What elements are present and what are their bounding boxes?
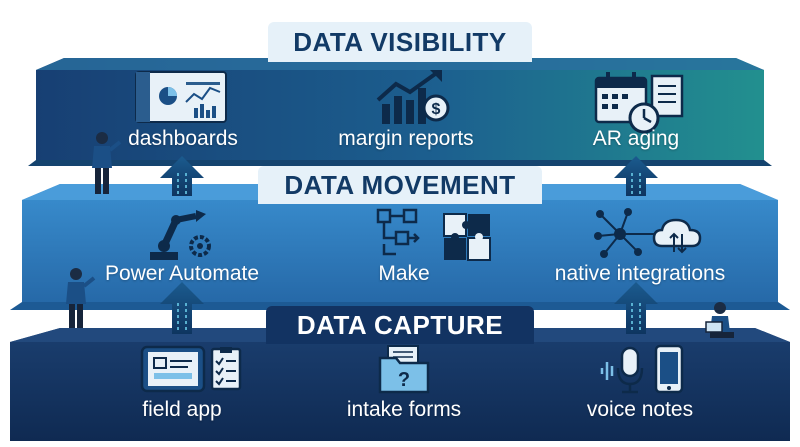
label-dashboards: dashboards	[128, 127, 238, 150]
person-pointing-middle	[66, 268, 96, 328]
label-margin-reports: margin reports	[338, 127, 474, 150]
robot-arm-icon	[150, 210, 211, 260]
svg-text:$: $	[432, 101, 441, 118]
up-arrow-left-upper	[160, 156, 204, 196]
person-pointing-top	[92, 132, 122, 194]
label-field-app: field app	[142, 398, 222, 421]
arrows-capture-to-movement	[160, 282, 658, 334]
up-arrow-right-upper	[614, 156, 658, 196]
microphone-phone-icon	[600, 344, 684, 394]
label-ar-aging: AR aging	[592, 127, 680, 150]
label-make: Make	[378, 262, 430, 285]
tab-data-visibility: DATA VISIBILITY	[268, 22, 532, 62]
label-native-integrations: native integrations	[554, 262, 726, 285]
arrows-movement-to-visibility	[160, 156, 658, 196]
network-cloud-icon	[594, 208, 702, 258]
folder-question-icon: ?	[378, 345, 430, 394]
tab-data-movement: DATA MOVEMENT	[258, 166, 542, 204]
calendar-clock-icon	[594, 72, 684, 134]
label-intake-forms: intake forms	[346, 398, 462, 421]
dashboard-icon	[135, 71, 227, 123]
tab-data-capture: DATA CAPTURE	[266, 306, 534, 344]
label-voice-notes: voice notes	[586, 398, 694, 421]
up-arrow-right-lower	[614, 282, 658, 334]
label-power-automate: Power Automate	[104, 262, 260, 285]
tablet-checklist-icon	[140, 345, 242, 393]
workflow-puzzle-icon	[376, 208, 491, 261]
up-arrow-left-lower	[160, 282, 204, 334]
person-with-laptop	[705, 302, 734, 338]
chart-dollar-icon: $	[376, 70, 450, 124]
svg-text:?: ?	[398, 369, 410, 391]
